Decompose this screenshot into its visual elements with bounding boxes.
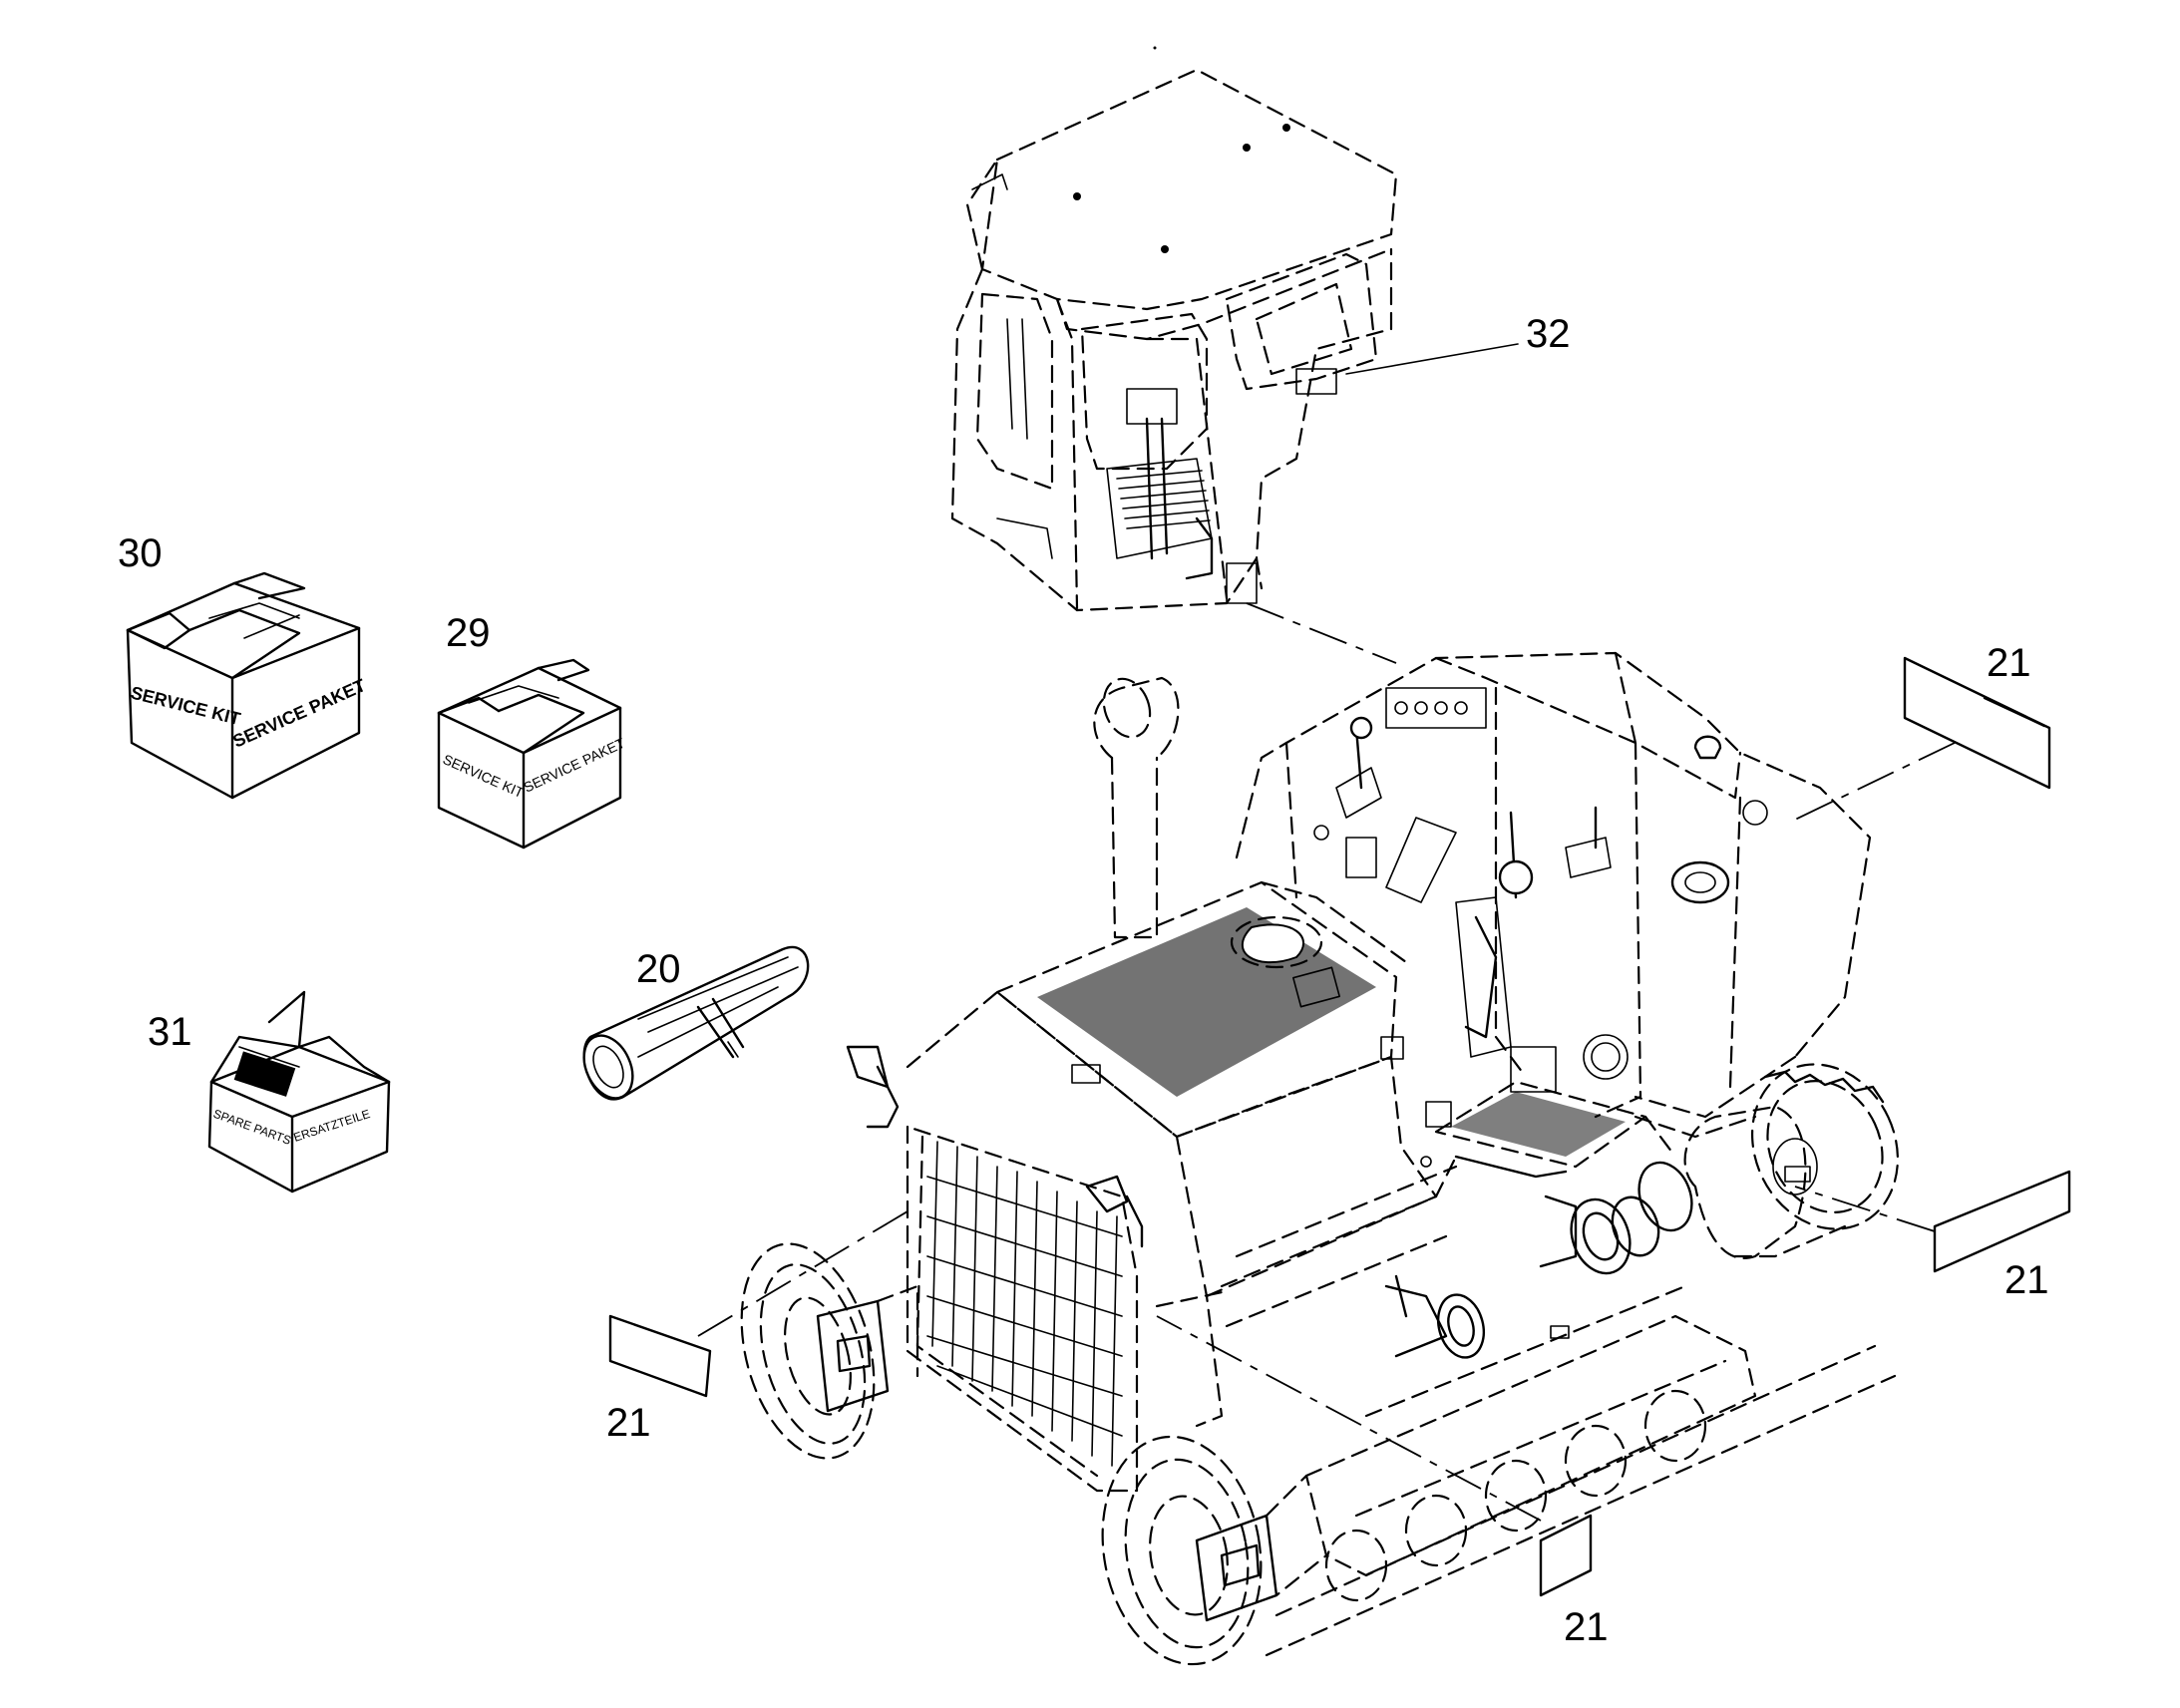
stray-dot [1153,46,1157,50]
dozer-body [846,651,1872,1493]
callout-29: 29 [446,611,491,655]
cab-mount-centerline [1246,602,1397,664]
leader-32 [1345,343,1519,375]
decal-top-right-leader [1794,742,1956,821]
document-roll [582,945,810,1101]
undercarriage [740,1063,1900,1666]
decal-bottom-leader [1156,1315,1542,1522]
spare-parts-box: SPARE PARTS ERSATZTEILE [207,990,391,1194]
decal-top-right [1903,656,2051,790]
callout-21-top-right: 21 [1987,641,2031,685]
decal-bottom [1539,1514,1593,1597]
decal-right [1933,1170,2071,1273]
service-kit-box-small: SERVICE KIT SERVICE PAKET [437,658,627,850]
callout-20: 20 [636,947,681,991]
callout-21-left: 21 [606,1401,651,1445]
service-kit-box-large: SERVICE KIT SERVICE PAKET [126,571,369,800]
callout-21-right: 21 [2004,1258,2049,1302]
callout-31: 31 [148,1010,192,1054]
decal-right-leader [1794,1186,1936,1232]
decal-left [608,1314,712,1398]
callout-30: 30 [118,531,163,575]
decal-left-leader [697,1210,908,1337]
callout-21-bottom: 21 [1564,1605,1609,1649]
cab-assembly [950,68,1398,612]
callout-32: 32 [1526,312,1571,356]
